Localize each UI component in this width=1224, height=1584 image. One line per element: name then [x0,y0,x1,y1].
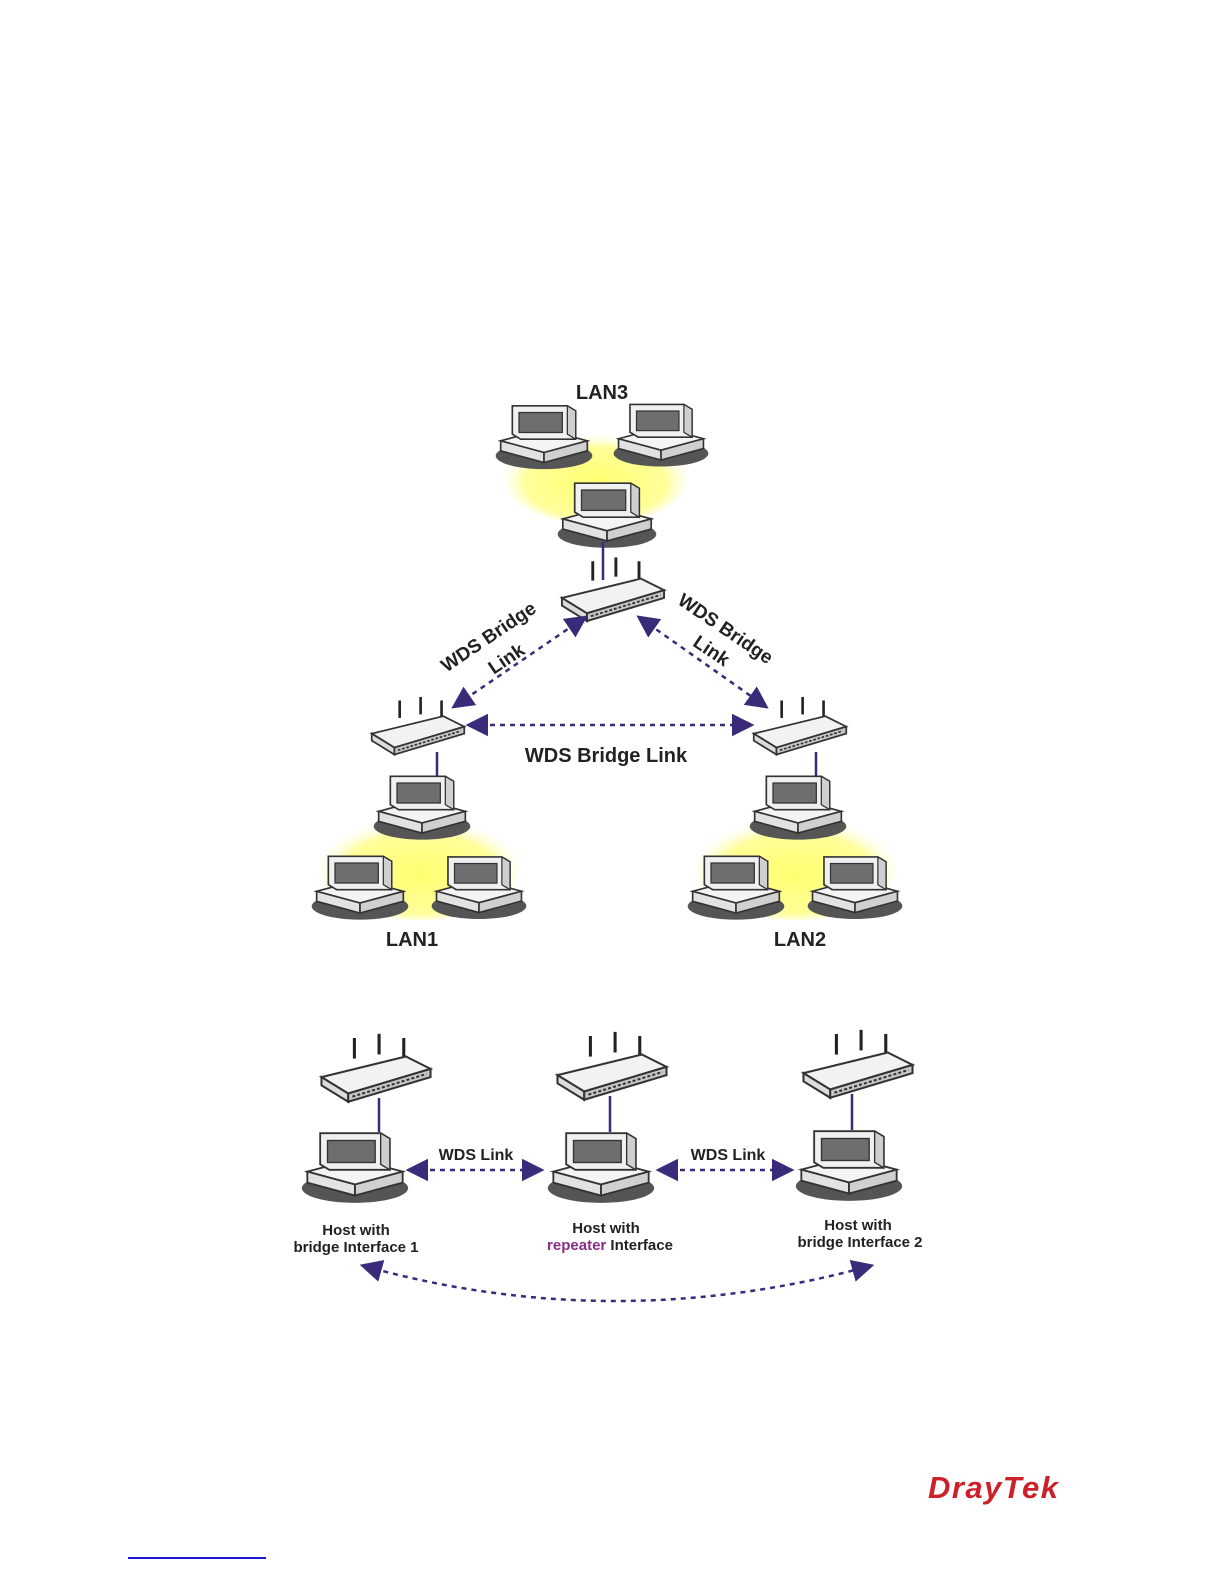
right-router-icon [754,697,847,755]
wds-link-left-label: WDS Link [439,1147,514,1164]
footer-rule [128,1557,266,1559]
lan3-label: LAN3 [576,382,628,404]
host2-computer-icon [548,1133,654,1203]
host3-label-line1: Host with [824,1217,892,1234]
repeater-highlight: repeater [547,1237,606,1254]
host1-label-line2: bridge Interface 1 [293,1239,418,1256]
draytek-logo-text: DrayTek [928,1470,1060,1505]
host2-label-rest: Interface [606,1237,673,1254]
host1-router-icon [321,1034,430,1102]
host3-router-icon [803,1030,912,1098]
left-router-icon [372,697,465,755]
host1-label-line1: Host with [322,1222,390,1239]
lan1-computer-top-icon [374,776,471,839]
host2-label-line1: Host with [572,1220,640,1237]
lan3-computer-right-icon [614,404,709,466]
lan1-label: LAN1 [386,929,438,951]
host2-router-icon [557,1032,666,1100]
draytek-logo: DrayTek [926,1466,1066,1510]
host3-computer-icon [796,1131,902,1201]
lan2-label: LAN2 [774,929,826,951]
end-to-end-curved-arrow [364,1266,870,1301]
lan2-computer-top-icon [750,776,847,839]
wds-link-right-label: WDS Link [691,1147,766,1164]
host2-label-line2: repeater Interface [547,1237,673,1254]
top-router-icon [562,557,664,621]
host3-label-line2: bridge Interface 2 [797,1234,922,1251]
bottom-link-label: WDS Bridge Link [525,745,688,767]
lan3-computer-left-icon [496,406,593,469]
host1-computer-icon [302,1133,408,1203]
